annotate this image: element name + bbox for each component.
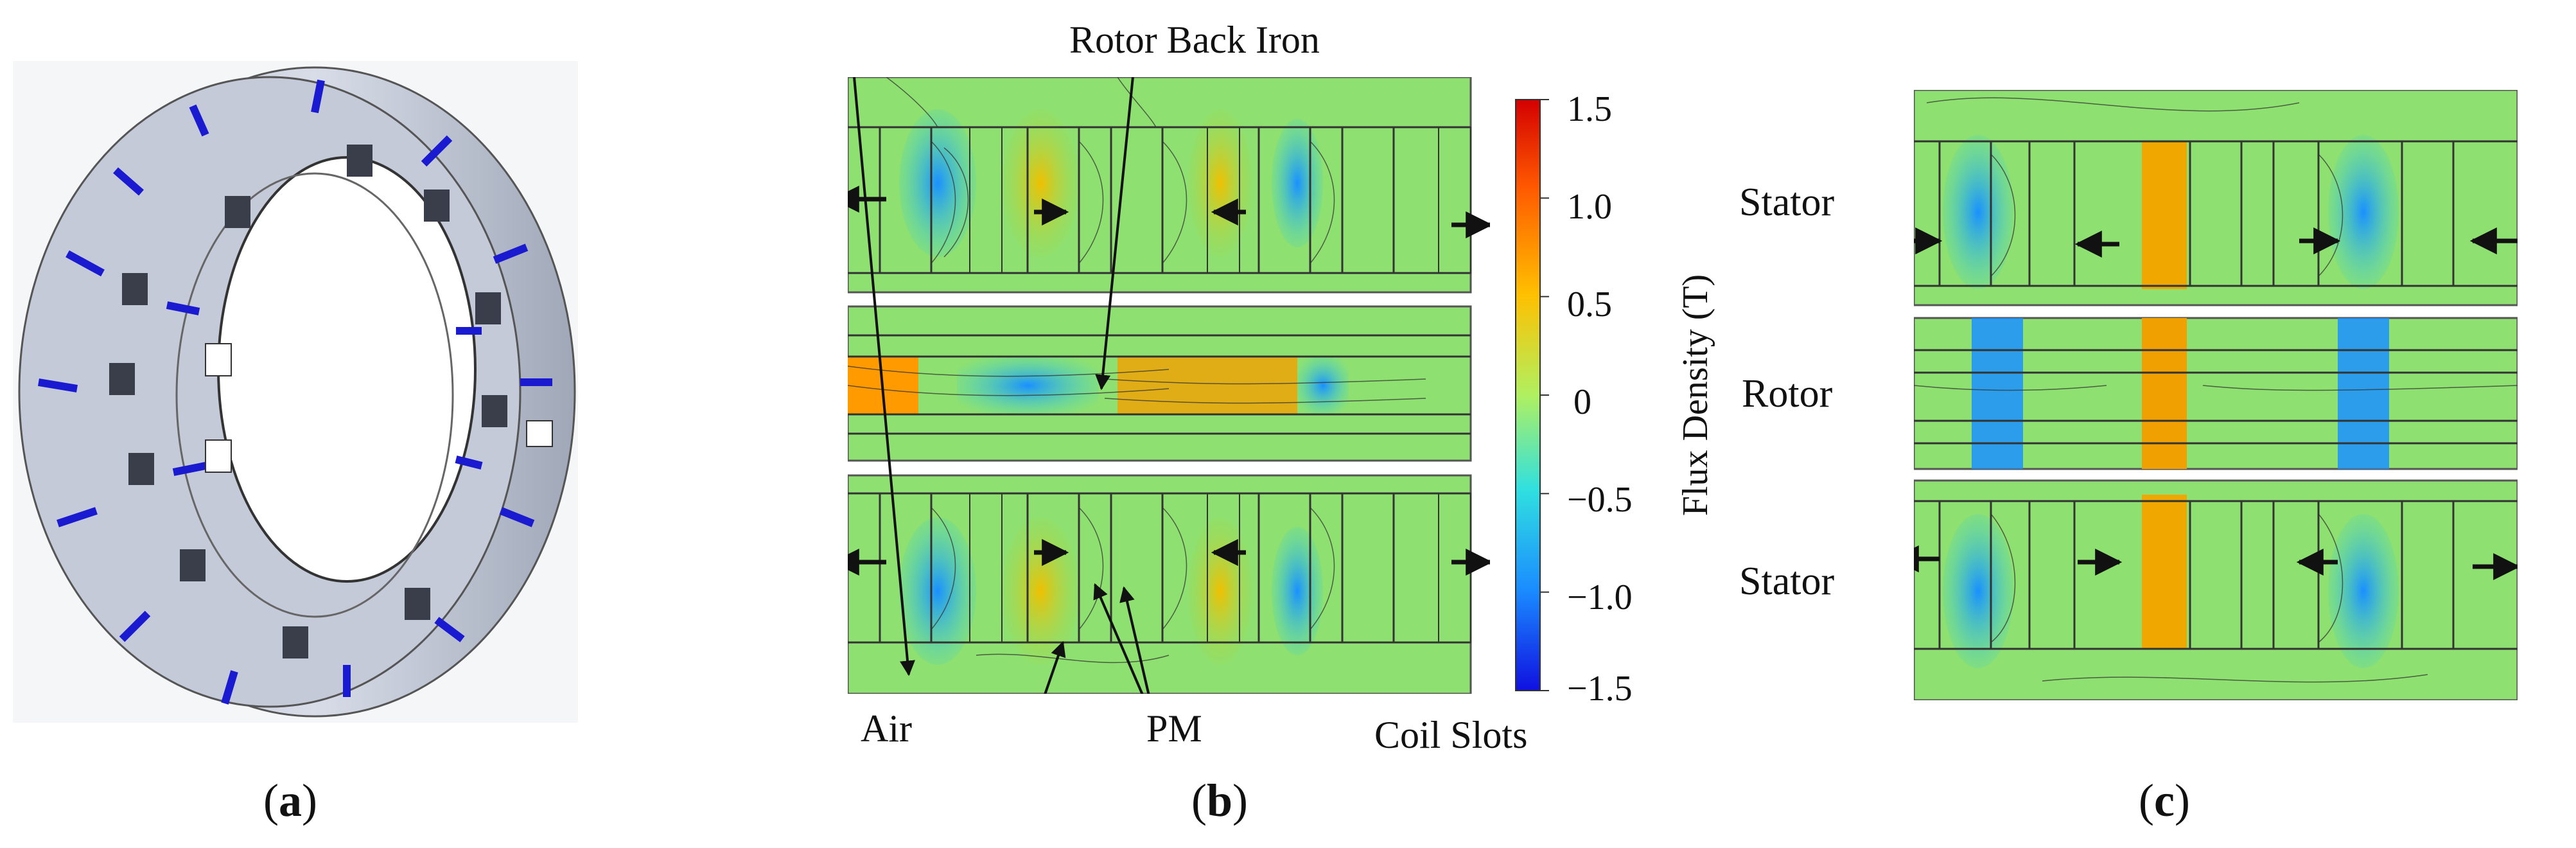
- colorbar-tick-6: −1.0: [1567, 578, 1633, 617]
- colorbar-tick-2: 1.0: [1567, 187, 1612, 227]
- annotation-coil-slots: Coil Slots: [1374, 714, 1528, 756]
- label-stator-bottom: Stator: [1739, 560, 1835, 603]
- colorbar-tick-5: −0.5: [1567, 480, 1633, 520]
- label-stator-top: Stator: [1739, 181, 1835, 224]
- annotation-pm: PM: [1146, 707, 1202, 750]
- caption-a: (a): [263, 775, 317, 826]
- machine-3d-illustration: [13, 61, 578, 723]
- colorbar-tick-1: 1.5: [1567, 89, 1612, 129]
- label-rotor: Rotor: [1742, 372, 1833, 416]
- caption-b: (b): [1191, 775, 1249, 826]
- colorbar: [1515, 99, 1549, 691]
- colorbar-tick-3: 0.5: [1567, 285, 1612, 324]
- caption-c: (c): [2139, 775, 2190, 826]
- flux-density-plot-b: [848, 77, 1490, 694]
- colorbar-title: Flux Density (T): [1676, 274, 1715, 517]
- annotation-air: Air: [861, 707, 912, 750]
- annotation-rotor-back-iron: Rotor Back Iron: [1069, 19, 1320, 61]
- colorbar-tick-7: −1.5: [1567, 669, 1633, 709]
- colorbar-tick-4: 0: [1573, 382, 1591, 422]
- colorbar-gradient: [1515, 99, 1541, 691]
- stator-top-region: [1914, 90, 2518, 306]
- flux-density-plot-c: [1914, 90, 2518, 700]
